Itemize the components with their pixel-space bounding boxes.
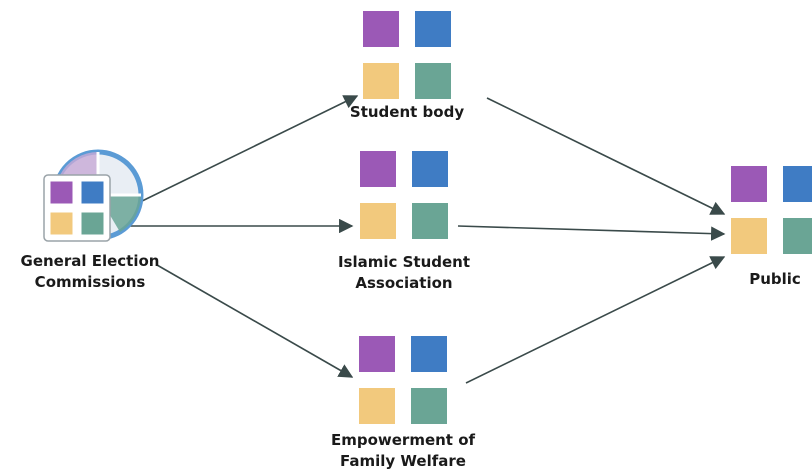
empowerment-of-family-welfare-grid-cell-3 [411, 388, 447, 424]
node-empowerment-of-family-welfare[interactable] [359, 336, 447, 424]
public-grid-cell-2 [731, 218, 767, 254]
student-body-grid-cell-3 [415, 63, 451, 99]
edge-general-election-commissions-to-empowerment-of-family-welfare [156, 264, 354, 378]
globe-grid-cell-1 [81, 181, 104, 204]
empowerment-of-family-welfare-grid-cell-2 [359, 388, 395, 424]
node-label-line: Islamic Student [337, 253, 471, 271]
node-label-line: Public [749, 270, 801, 288]
node-label-line: Family Welfare [340, 452, 466, 470]
node-student-body[interactable] [363, 11, 451, 99]
node-label-line: Student body [349, 103, 465, 121]
islamic-student-association-grid-cell-2 [360, 203, 396, 239]
node-label-line: Empowerment of [330, 431, 476, 449]
empowerment-of-family-welfare-grid-cell-0 [359, 336, 395, 372]
node-label-line: Commissions [34, 273, 146, 291]
node-public[interactable] [731, 166, 812, 254]
node-label-line: Association [355, 274, 453, 292]
student-body-grid-cell-0 [363, 11, 399, 47]
edge-student-body-to-public [486, 97, 726, 215]
grid-icon [363, 11, 451, 99]
student-body-grid-cell-1 [415, 11, 451, 47]
node-label-line: General Election [20, 252, 160, 270]
globe-grid-icon [43, 149, 144, 242]
public-grid-cell-1 [783, 166, 812, 202]
islamic-student-association-grid-cell-3 [412, 203, 448, 239]
globe-grid-cell-3 [81, 212, 104, 235]
node-label-student-body: Student body [350, 102, 464, 123]
edge-islamic-student-association-to-public [457, 225, 726, 241]
empowerment-of-family-welfare-grid-cell-1 [411, 336, 447, 372]
islamic-student-association-grid-cell-1 [412, 151, 448, 187]
edges-layer [130, 95, 726, 384]
node-label-public: Public [749, 269, 801, 290]
student-body-grid-cell-2 [363, 63, 399, 99]
node-label-empowerment-of-family-welfare: Empowerment of Family Welfare [331, 430, 475, 472]
globe-grid-cell-0 [50, 181, 73, 204]
globe-grid-cell-2 [50, 212, 73, 235]
edge-general-election-commissions-to-student-body [137, 95, 359, 204]
grid-icon [731, 166, 812, 254]
node-islamic-student-association[interactable] [360, 151, 448, 239]
nodes-layer [43, 11, 812, 424]
node-general-election-commissions[interactable] [43, 149, 144, 242]
islamic-student-association-grid-cell-0 [360, 151, 396, 187]
edge-empowerment-of-family-welfare-to-public [465, 256, 726, 384]
public-grid-cell-3 [783, 218, 812, 254]
grid-icon [360, 151, 448, 239]
public-grid-cell-0 [731, 166, 767, 202]
grid-icon [359, 336, 447, 424]
